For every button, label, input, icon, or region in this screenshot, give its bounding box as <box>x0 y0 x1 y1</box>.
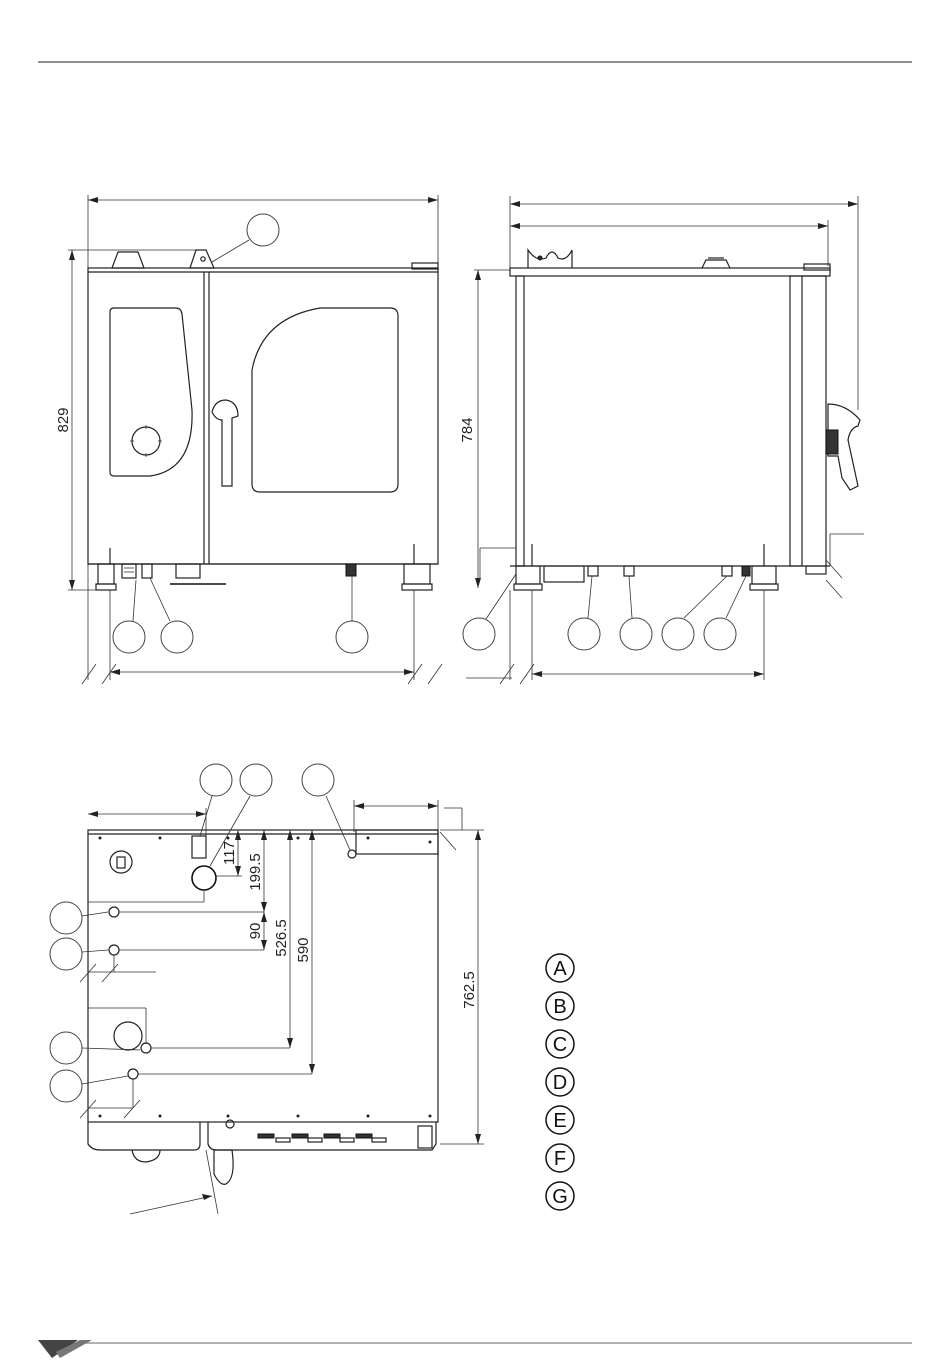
control-knob-icon <box>132 427 160 455</box>
front-view: 829 <box>55 195 442 684</box>
dim-117-label: 117 <box>221 841 238 865</box>
door-handle-icon <box>212 400 238 486</box>
dim-90-label: 90 <box>247 923 264 940</box>
dim-199-5-label: 199.5 <box>247 853 264 891</box>
top-handle-icon <box>214 1150 233 1184</box>
top-view: 117 199.5 90 526.5 590 762.5 <box>50 764 484 1214</box>
legend-item-g: G <box>546 1182 574 1210</box>
svg-text:A: A <box>553 958 567 980</box>
svg-text:G: G <box>552 1186 568 1208</box>
svg-text:E: E <box>553 1110 566 1132</box>
svg-text:F: F <box>554 1148 566 1170</box>
dim-526-5-label: 526.5 <box>273 919 290 957</box>
legend: A B C D E F G <box>546 954 574 1210</box>
svg-text:B: B <box>553 996 566 1018</box>
legend-item-a: A <box>546 954 574 982</box>
legend-item-e: E <box>546 1106 574 1134</box>
svg-text:D: D <box>553 1072 567 1094</box>
legend-item-c: C <box>546 1030 574 1058</box>
dim-590-label: 590 <box>295 937 312 962</box>
legend-item-b: B <box>546 992 574 1020</box>
front-height-label: 829 <box>55 407 72 432</box>
svg-text:C: C <box>553 1034 567 1056</box>
side-height-label: 784 <box>459 417 476 442</box>
legend-item-f: F <box>546 1144 574 1172</box>
front-body <box>88 268 438 564</box>
side-view: 784 <box>459 196 864 684</box>
dim-762-5-label: 762.5 <box>461 971 478 1009</box>
legend-item-d: D <box>546 1068 574 1096</box>
door-window <box>252 308 398 492</box>
